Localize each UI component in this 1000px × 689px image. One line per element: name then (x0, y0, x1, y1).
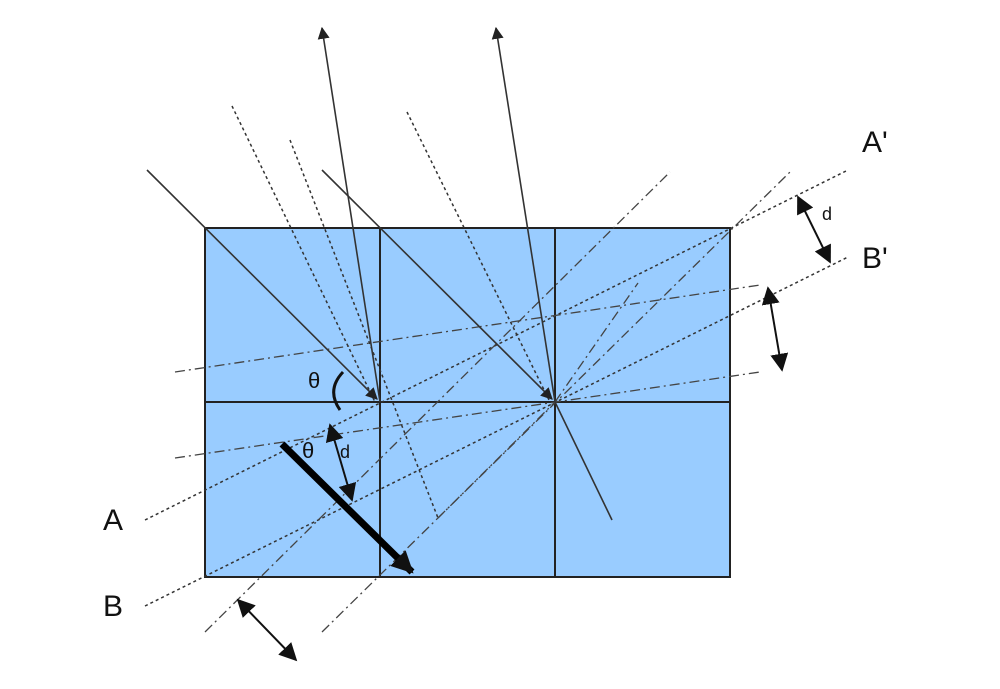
spacing-bottom-arrow (236, 598, 298, 662)
theta-angle-arc (332, 370, 345, 411)
incident-ray-2 (321, 169, 553, 400)
plane-b-line (144, 256, 849, 607)
crystal-lattice (204, 227, 731, 578)
d-inner-arrow (325, 423, 357, 502)
dashdot-line (174, 371, 761, 459)
lattice-planes (144, 105, 849, 607)
label-plane-a: A (103, 504, 123, 537)
reflected-ray-1 (317, 26, 381, 403)
label-theta-inner: θ (302, 438, 314, 463)
plane-a-line (144, 169, 849, 521)
wavefront-dotted-line (231, 105, 376, 403)
label-plane-b: B (103, 590, 123, 623)
reflected-ray-2 (491, 26, 556, 403)
incident-ray-1 (146, 169, 378, 400)
dashdot-line (174, 284, 761, 373)
wavefront-dotted-line (289, 139, 439, 519)
spacing-right-arrow (761, 286, 789, 372)
d-right-arrow (797, 195, 831, 264)
label-theta-incident: θ (308, 368, 320, 393)
dashdot-line (554, 282, 639, 403)
label-plane-b-prime: B' (862, 242, 888, 275)
transmitted-ray (554, 401, 613, 521)
spacing-arrows (236, 195, 831, 662)
reflected-rays (317, 26, 556, 403)
label-d-right: d (822, 204, 832, 224)
label-d-inner: d (340, 442, 350, 462)
thick-transmitted-arrow (279, 441, 415, 575)
dashdot-line (204, 171, 671, 633)
incident-rays (146, 169, 613, 521)
label-plane-a-prime: A' (862, 126, 888, 159)
dashdot-line (437, 401, 556, 519)
